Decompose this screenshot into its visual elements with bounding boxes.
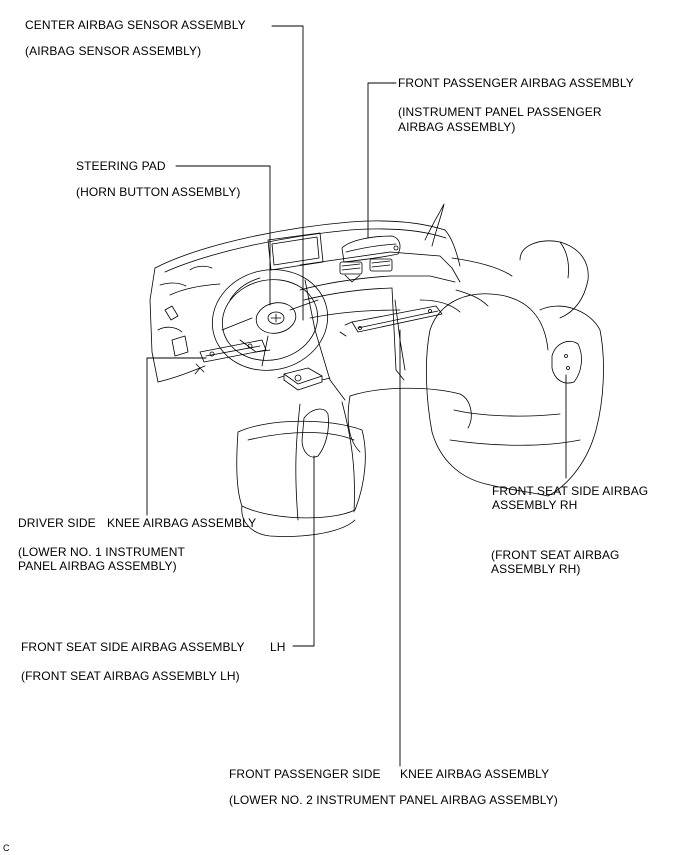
steering-emblem: [267, 311, 285, 325]
steering-pad-shape: [255, 302, 297, 334]
label-front-passenger-airbag: FRONT PASSENGER AIRBAG ASSEMBLY: [398, 76, 634, 90]
leader-seat-lh: [292, 455, 315, 647]
label-driver-knee-alt-2: PANEL AIRBAG ASSEMBLY): [18, 559, 177, 573]
driver-knee-airbag: [194, 339, 267, 375]
label-seat-airbag-lh-alt: (FRONT SEAT AIRBAG ASSEMBLY LH): [21, 669, 240, 683]
passenger-knee-airbag: [339, 305, 443, 337]
label-driver-side: DRIVER SIDE: [18, 516, 96, 530]
label-seat-side-airbag-lh-suffix: LH: [270, 640, 286, 654]
center-airbag-sensor: [277, 367, 331, 391]
label-front-passenger-side: FRONT PASSENGER SIDE: [229, 767, 381, 781]
passenger-airbag-module: [341, 235, 401, 263]
label-front-passenger-airbag-alt-2: AIRBAG ASSEMBLY): [398, 120, 516, 134]
label-center-airbag-sensor: CENTER AIRBAG SENSOR ASSEMBLY: [25, 18, 246, 32]
dashboard-outline: [149, 203, 461, 401]
label-front-passenger-airbag-alt-1: (INSTRUMENT PANEL PASSENGER: [398, 105, 602, 119]
leader-passenger-airbag: [367, 82, 397, 239]
label-center-airbag-sensor-alt: (AIRBAG SENSOR ASSEMBLY): [25, 44, 202, 58]
label-seat-side-airbag-rh-2: ASSEMBLY RH: [492, 498, 578, 512]
corner-mark: C: [3, 843, 10, 853]
leader-driver-knee: [146, 357, 207, 516]
leader-lines: [146, 25, 567, 767]
seat-side-airbag-rh: [551, 340, 582, 384]
label-driver-knee-airbag: KNEE AIRBAG ASSEMBLY: [107, 516, 257, 530]
label-passenger-knee-alt: (LOWER NO. 2 INSTRUMENT PANEL AIRBAG ASS…: [229, 793, 558, 807]
label-seat-side-airbag-lh: FRONT SEAT SIDE AIRBAG ASSEMBLY: [21, 640, 245, 654]
label-seat-side-airbag-rh-1: FRONT SEAT SIDE AIRBAG: [492, 484, 649, 498]
label-driver-knee-alt-1: (LOWER NO. 1 INSTRUMENT: [18, 545, 185, 559]
driver-seat: [236, 401, 366, 537]
label-passenger-knee-airbag: KNEE AIRBAG ASSEMBLY: [400, 767, 550, 781]
door-outline: [391, 257, 513, 381]
label-seat-airbag-rh-alt-1: (FRONT SEAT AIRBAG: [491, 548, 620, 562]
seat-side-airbag-lh: [301, 408, 329, 458]
label-steering-pad: STEERING PAD: [76, 159, 166, 173]
leader-center-sensor: [271, 25, 304, 321]
passenger-seat: [347, 240, 604, 497]
steering-wheel: [211, 269, 329, 371]
label-seat-airbag-rh-alt-2: ASSEMBLY RH): [491, 562, 581, 576]
label-steering-pad-alt: (HORN BUTTON ASSEMBLY): [76, 185, 241, 199]
